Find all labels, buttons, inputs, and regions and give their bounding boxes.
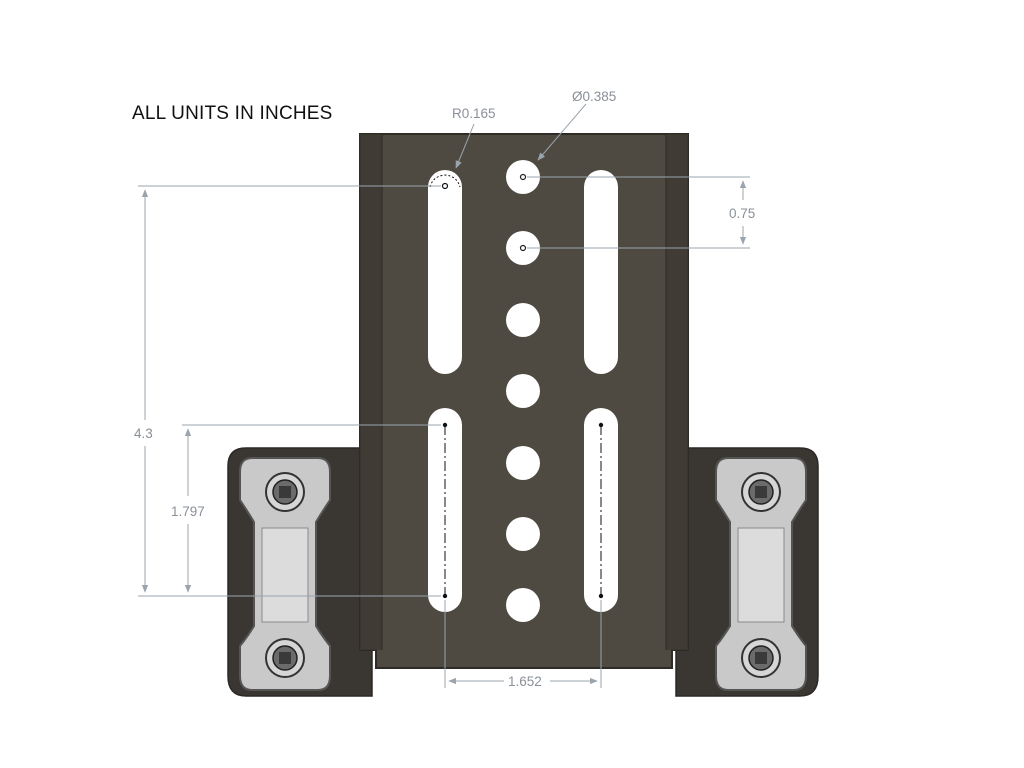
slot-spacing-dimension: 1.652 [444,600,602,689]
overall-height-label: 4.3 [134,426,153,441]
hole [506,231,540,265]
radius-label: R0.165 [452,106,496,121]
slot-centerlines [429,174,604,599]
hole [506,374,540,408]
right-top-screw-icon [741,472,781,512]
hole-spacing-dimension: 0.75 [527,176,755,249]
overall-height-dimension: 4.3 [134,185,441,597]
holes [506,160,540,622]
hole [506,446,540,480]
slot-spacing-label: 1.652 [508,674,542,689]
hole-spacing-label: 0.75 [729,206,755,221]
hole [506,303,540,337]
slots [428,170,618,612]
diameter-label: Ø0.385 [572,89,616,104]
right-bracket [675,447,819,697]
units-note: ALL UNITS IN INCHES [132,103,333,124]
upper-left-slot [428,170,462,374]
left-clamp [239,457,331,691]
hole [506,517,540,551]
hole [506,588,540,622]
left-top-screw-icon [265,472,305,512]
hole [506,160,540,194]
right-clamp [715,457,807,691]
diameter-dimension: Ø0.385 [537,89,616,161]
upper-right-slot [584,170,618,374]
radius-dimension: R0.165 [452,106,496,169]
right-bottom-screw-icon [741,638,781,678]
left-bracket [227,447,373,697]
lower-slot-length-dimension: 1.797 [171,424,441,593]
lower-slot-length-label: 1.797 [171,504,205,519]
left-bottom-screw-icon [265,638,305,678]
